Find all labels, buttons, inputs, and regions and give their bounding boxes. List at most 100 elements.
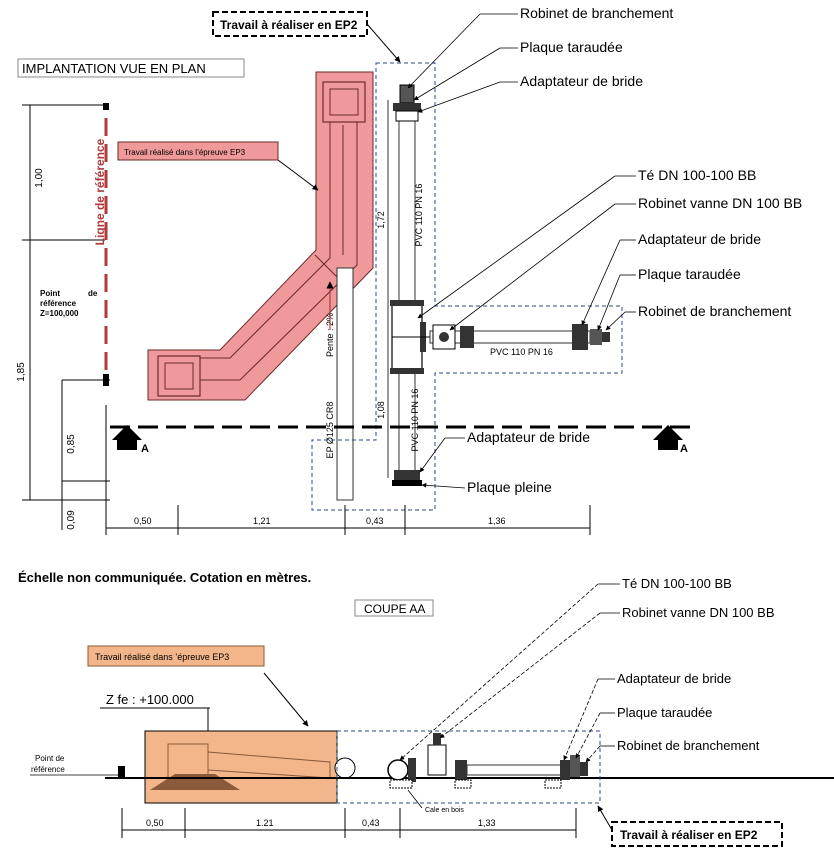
- dim-h4: 1,36: [488, 516, 506, 526]
- pvc-horizontal-label: PVC 110 PN 16: [490, 347, 553, 357]
- section-ref-marker: [118, 766, 125, 778]
- callout-robinet-right: Robinet de branchement: [638, 303, 791, 319]
- ep-pipe: [336, 267, 354, 501]
- section-marker-left: A: [141, 443, 149, 455]
- section-ep3-label-box: [87, 645, 265, 667]
- dim-v2: 1,85: [16, 362, 27, 382]
- callout-adaptateur-top: Adaptateur de bride: [520, 73, 643, 89]
- section-callout-te: Té DN 100-100 BB: [622, 576, 732, 591]
- section-dim-h2: 1.21: [256, 818, 274, 828]
- section-dim-h1: 0,50: [146, 818, 164, 828]
- section-tee-flange: [408, 758, 416, 782]
- section-view: COUPE AA Travail réalisé dans ’épreuve E…: [30, 576, 834, 847]
- ep3-work-label: Travail réalisé dans l’épreuve EP3: [124, 148, 246, 157]
- ep3-work-area: [147, 71, 374, 401]
- callout-te: Té DN 100-100 BB: [638, 167, 756, 183]
- callout-adaptateur-bottom: Adaptateur de bride: [467, 429, 590, 445]
- reference-point-label-1: Point: [40, 289, 60, 298]
- pvc-vertical-top-label: PVC 110 PN 16: [414, 184, 424, 247]
- horizontal-dimensions: [105, 505, 591, 535]
- top-flange: [393, 103, 421, 111]
- ep3-chamber-bottom-inner: [164, 362, 194, 390]
- section-callout-robinet: Robinet de branchement: [617, 738, 760, 753]
- section-gate-valve-stem: [433, 733, 441, 745]
- section-dim-h4: 1,33: [478, 818, 496, 828]
- right-adapter: [572, 324, 588, 350]
- right-valve: [590, 329, 602, 345]
- section-work-to-do-leader: [597, 805, 613, 831]
- section-valve-flange: [455, 760, 467, 780]
- section-callout-adaptateur: Adaptateur de bride: [617, 671, 731, 686]
- plan-work-to-do-box: [212, 11, 368, 37]
- plan-title-box: [17, 58, 245, 78]
- callout-robinet-top: Robinet de branchement: [520, 5, 673, 21]
- dim-h3: 0,43: [366, 516, 384, 526]
- section-branch-pipe: [466, 764, 568, 776]
- tee-flange-top: [390, 300, 424, 306]
- section-ref-label-1: Point de: [35, 754, 65, 763]
- section-callout-vanne: Robinet vanne DN 100 BB: [622, 605, 774, 620]
- section-valve: [570, 755, 580, 777]
- callout-plaque-top: Plaque taraudée: [520, 39, 623, 55]
- reference-line-top-tick: [103, 103, 109, 110]
- section-plate: [580, 762, 588, 776]
- ep3-work-label-box: [117, 141, 279, 161]
- wood-block-3: [544, 779, 562, 789]
- section-pipe-end: [334, 757, 356, 779]
- section-marker-right: A: [680, 443, 688, 455]
- reference-point-marker: [103, 374, 109, 386]
- dim-h2: 1,21: [253, 516, 271, 526]
- section-ep2-zone: [336, 730, 601, 804]
- section-ref-label-2: référence: [31, 765, 65, 774]
- plan-work-to-do-leader: [366, 23, 401, 63]
- callout-plaque-right: Plaque taraudée: [638, 266, 741, 282]
- section-adapter: [560, 760, 570, 780]
- reference-line-label: Ligne de référence: [93, 138, 107, 245]
- wood-block-2: [454, 779, 472, 789]
- cale-label: Cale en bois: [425, 807, 464, 814]
- gate-valve-wheel: [439, 332, 449, 342]
- ep2-zone: [311, 62, 623, 511]
- section-gate-valve: [427, 744, 447, 776]
- plan-callouts: [407, 13, 636, 489]
- dim-h1: 0,50: [134, 516, 152, 526]
- top-adapter: [395, 110, 419, 122]
- ep-pipe-label: EP Ø125 CR8: [325, 402, 335, 459]
- ep3-chamber-top-inner: [329, 88, 359, 116]
- bottom-plate: [392, 480, 422, 486]
- reference-point-label-3: référence: [40, 299, 77, 308]
- section-title-box: [354, 599, 434, 617]
- dim-p2: 1,08: [376, 401, 386, 419]
- section-ep3-block: [144, 730, 338, 804]
- callout-adaptateur-right: Adaptateur de bride: [638, 231, 761, 247]
- ep-slope-label: Pente : 2%: [325, 313, 335, 357]
- wood-block-1: [389, 779, 413, 789]
- scale-note: Échelle non communiquée. Cotation en mèt…: [18, 570, 311, 585]
- dim-v3: 0,85: [66, 434, 77, 454]
- section-arrow-right: [653, 425, 683, 450]
- section-ep3-label: Travail réalisé dans ’épreuve EP3: [95, 652, 229, 662]
- gate-valve-flange-right: [460, 326, 474, 348]
- tee-flange-bottom: [390, 368, 424, 374]
- top-valve: [399, 84, 415, 104]
- section-horizontal-dimensions: [121, 808, 577, 838]
- cale-leader: [407, 789, 423, 809]
- dim-v4: 0,09: [66, 510, 77, 530]
- ep3-work-leader: [277, 159, 319, 191]
- section-ep3-leader: [263, 672, 309, 727]
- section-tee: [387, 759, 409, 781]
- callout-plaque-pleine: Plaque pleine: [467, 479, 552, 495]
- plan-view: IMPLANTATION VUE EN PLAN Travail à réali…: [16, 5, 802, 535]
- vertical-dimensions: [22, 104, 110, 530]
- reference-point-label-2: de: [88, 289, 98, 298]
- pvc-vertical-bottom-label: PVC 110 PN 16: [410, 389, 420, 452]
- ep3-chamber-top: [322, 81, 366, 123]
- z-level-label: Z fe : +100.000: [106, 692, 194, 707]
- right-plate: [602, 332, 610, 342]
- plan-work-to-do-label: Travail à réaliser en EP2: [220, 18, 358, 32]
- callout-vanne: Robinet vanne DN 100 BB: [638, 195, 802, 211]
- section-callout-plaque: Plaque taraudée: [617, 705, 712, 720]
- reference-point-label-4: Z=100,000: [40, 309, 79, 318]
- bottom-adapter: [394, 470, 420, 480]
